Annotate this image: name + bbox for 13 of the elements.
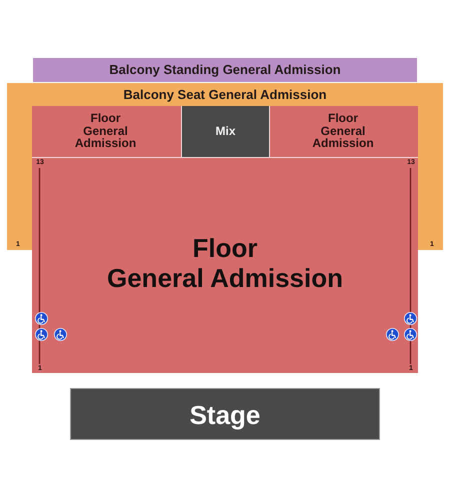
stage-block — [70, 388, 380, 440]
section-label: Floor General Admission — [311, 112, 375, 150]
balcony-standing-section — [33, 58, 417, 82]
floor-section — [32, 106, 181, 157]
section-label: Stage — [188, 400, 262, 430]
mix-area — [181, 106, 270, 157]
section-label: Mix — [214, 124, 236, 138]
section-label: Floor General Admission — [106, 233, 344, 293]
section-label: Floor General Admission — [74, 112, 138, 150]
floor-section — [270, 106, 418, 157]
section-label: Balcony Standing General Admission — [108, 63, 342, 77]
section-label: Balcony Seat General Admission — [122, 87, 328, 102]
floor-section — [32, 157, 418, 373]
